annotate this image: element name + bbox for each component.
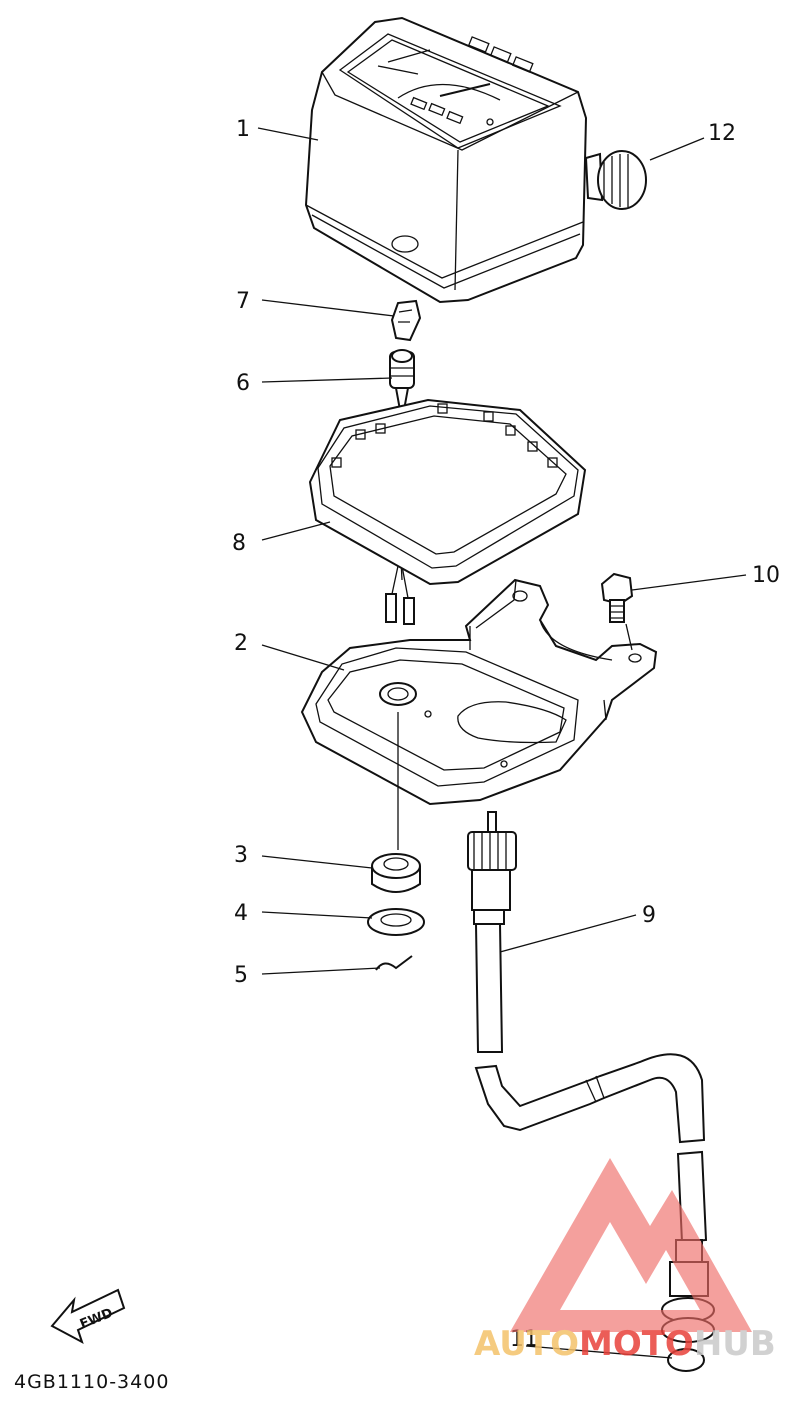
meter-bracket <box>300 578 658 806</box>
washer <box>367 908 425 936</box>
callout-5: 5 <box>234 963 248 988</box>
callout-8: 8 <box>232 531 246 556</box>
watermark-moto: MOTO <box>579 1324 694 1364</box>
speedometer-cable <box>467 811 715 1372</box>
bolt <box>600 572 634 651</box>
watermark-hub: HUB <box>694 1324 776 1364</box>
watermark-auto: AUTO <box>474 1324 579 1364</box>
watermark-logo <box>510 1158 752 1332</box>
leader-lines <box>257 127 747 1359</box>
fwd-arrow: FWD <box>50 1288 126 1345</box>
callout-4: 4 <box>234 901 248 926</box>
clip <box>375 955 413 971</box>
svg-text:AUTOMOTOHUB: AUTOMOTOHUB <box>474 1324 776 1364</box>
meter-assembly <box>304 16 647 304</box>
callout-1: 1 <box>236 117 250 142</box>
grommet <box>371 712 421 893</box>
watermark: AUTOMOTOHUB <box>474 1158 776 1364</box>
callout-6: 6 <box>236 371 250 396</box>
gasket-frame <box>308 398 587 586</box>
callout-7: 7 <box>236 289 250 314</box>
callout-12: 12 <box>708 121 736 146</box>
diagram-code: 4GB1110-3400 <box>14 1371 169 1393</box>
bulb <box>390 299 422 342</box>
callout-2: 2 <box>234 631 248 656</box>
callout-10: 10 <box>752 563 780 588</box>
callout-9: 9 <box>642 903 656 928</box>
callout-3: 3 <box>234 843 248 868</box>
